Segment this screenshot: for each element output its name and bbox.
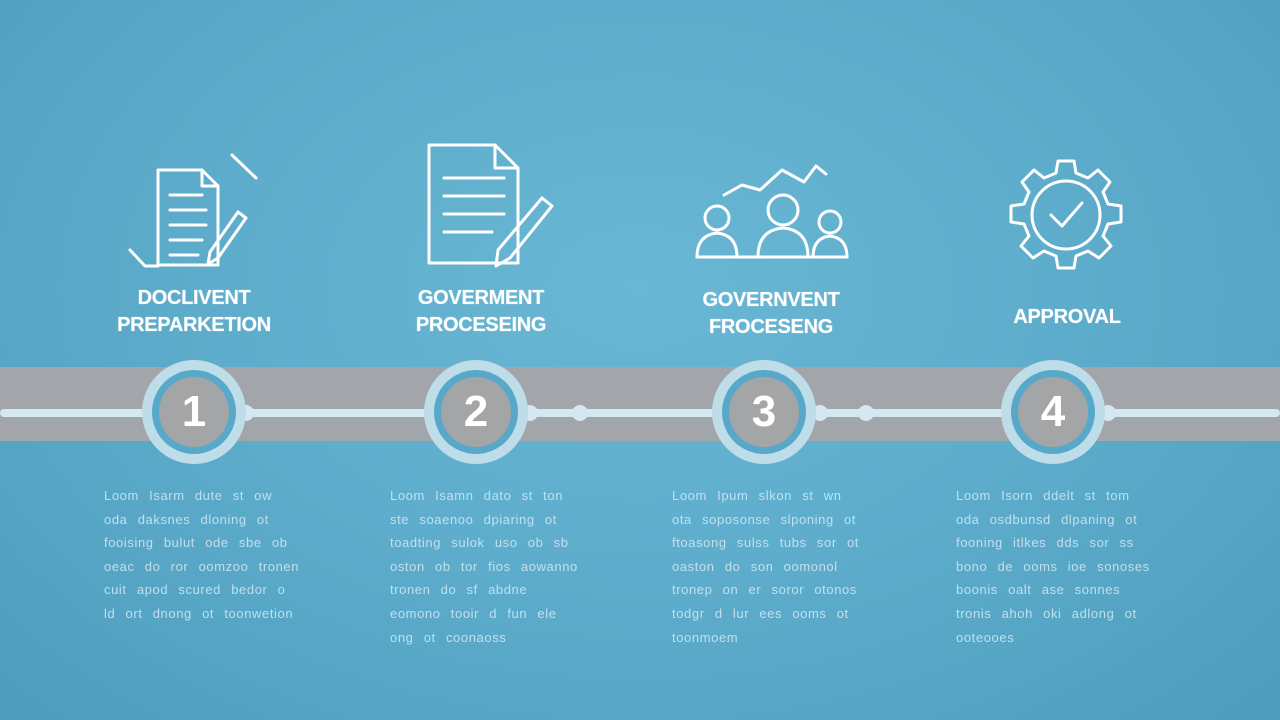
step-number: 4 (1018, 377, 1088, 447)
timeline-connector-dot (572, 405, 588, 421)
step-number: 2 (441, 377, 511, 447)
step-title-line: PREPARKETION (117, 314, 271, 336)
step-number: 3 (729, 377, 799, 447)
step-description-2: Loom Isamn dato st ton ste soaenoo dpiar… (390, 488, 578, 645)
timeline-rail (0, 409, 1280, 417)
step-title-4: APPROVAL (947, 304, 1187, 331)
step-title-1: DOCLIVENT PREPARKETION (74, 285, 314, 339)
document-pencil-icon (400, 140, 580, 270)
step-marker-4: 4 (1001, 360, 1105, 464)
timeline-connector-dot (812, 405, 828, 421)
step-description-3: Loom Ipum slkon st wn ota soposonse slpo… (672, 488, 860, 645)
gear-check-icon (976, 140, 1156, 270)
step-description-4: Loom Isorn ddelt st tom oda osdbunsd dlp… (956, 488, 1150, 645)
step-description-1: Loom Isarm dute st ow oda daksnes dlonin… (104, 488, 300, 621)
step-number: 1 (159, 377, 229, 447)
step-marker-3: 3 (712, 360, 816, 464)
step-marker-1: 1 (142, 360, 246, 464)
document-pencil-icon (110, 140, 290, 270)
step-title-line: DOCLIVENT (137, 287, 251, 309)
timeline-connector-dot (858, 405, 874, 421)
step-title-3: GOVERNVENT FROCESENG (651, 287, 891, 341)
step-title-line: GOVERMENT (417, 287, 545, 309)
step-title-line: GOVERNVENT (702, 289, 840, 311)
step-title-2: GOVERMENT PROCESEING (361, 285, 601, 339)
step-title-line: PROCESEING (415, 314, 547, 336)
step-title-line: FROCESENG (709, 316, 833, 338)
step-title-line: APPROVAL (1013, 306, 1121, 328)
step-marker-2: 2 (424, 360, 528, 464)
people-chart-icon (682, 140, 862, 270)
